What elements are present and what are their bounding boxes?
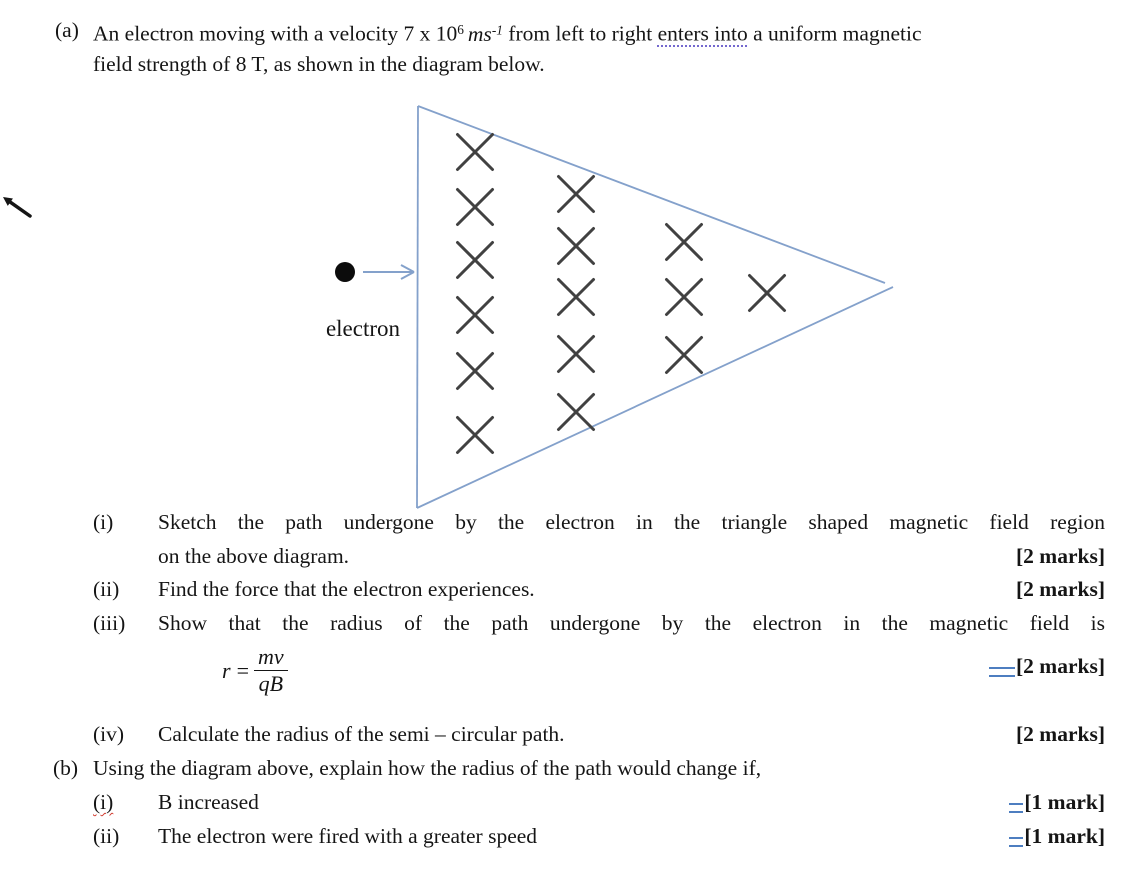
marks-badge-b-ii: [1 mark] [1009, 822, 1105, 850]
question-part-a-line2: field strength of 8 T, as shown in the d… [0, 50, 1143, 80]
item-ii-numeral: (ii) [93, 577, 120, 601]
grammar-double-underline [989, 667, 1016, 677]
field-into-page-x-mark [557, 393, 595, 431]
item-b-i-text: B increased [158, 790, 259, 814]
field-into-page-x-mark [557, 227, 595, 265]
field-into-page-x-mark [557, 335, 595, 373]
question-item-ii: (ii) Find the force that the electron ex… [0, 575, 1143, 605]
question-item-i-line1: (i) Sketch the path undergone by the ele… [0, 508, 1143, 538]
unit-ms: ms-1 [467, 21, 503, 46]
field-into-page-x-mark [456, 241, 494, 279]
question-item-iii: (iii) Show that the radius of the path u… [0, 609, 1143, 639]
field-into-page-x-mark [557, 227, 595, 265]
item-i-text: Sketch the path undergone by the electro… [158, 510, 1105, 534]
grammar-double-underline [1009, 837, 1024, 847]
field-into-page-x-mark [456, 296, 494, 334]
field-into-page-x-mark [456, 352, 494, 390]
item-iv-text: Calculate the radius of the semi – circu… [158, 722, 565, 746]
field-triangle-bottom-edge [416, 286, 894, 509]
field-into-page-x-mark [456, 352, 494, 390]
item-b-ii-text: The electron were fired with a greater s… [158, 824, 538, 848]
question-part-a-line1: (a) An electron moving with a velocity 7… [0, 16, 1143, 46]
question-item-b-ii: (ii) The electron were fired with a grea… [0, 822, 1143, 852]
item-iii-numeral: (iii) [93, 611, 126, 635]
grammar-double-underline [1009, 803, 1024, 813]
velocity-arrow-head [400, 271, 415, 280]
field-into-page-x-mark [456, 133, 494, 171]
question-part-b: (b) Using the diagram above, explain how… [0, 754, 1143, 784]
item-iv-numeral: (iv) [93, 722, 125, 746]
field-into-page-x-mark [665, 336, 703, 374]
formula-numerator: mv [257, 644, 284, 669]
field-into-page-x-mark [665, 223, 703, 261]
field-triangle-top-edge [417, 105, 886, 284]
field-into-page-x-mark [456, 188, 494, 226]
part-a-seg2: from left to right [502, 21, 658, 46]
stray-arrow-shaft [8, 200, 32, 218]
marks-badge-iv: [2 marks] [1016, 722, 1105, 746]
marks-badge-b-i: [1 mark] [1009, 788, 1105, 816]
field-into-page-x-mark [557, 335, 595, 373]
field-into-page-x-mark [557, 175, 595, 213]
formula-fraction: mv qB [253, 644, 289, 697]
field-into-page-x-mark [456, 296, 494, 334]
field-into-page-x-mark [748, 274, 786, 312]
field-into-page-x-mark [665, 278, 703, 316]
part-a-seg1: An electron moving with a velocity 7 x 1… [93, 21, 458, 46]
electron-dot [335, 262, 355, 282]
item-b-ii-numeral: (ii) [93, 824, 120, 848]
field-into-page-x-mark [665, 278, 703, 316]
item-ii-text: Find the force that the electron experie… [158, 577, 535, 601]
field-into-page-x-mark [557, 175, 595, 213]
field-into-page-x-mark [748, 274, 786, 312]
part-b-label: (b) [53, 756, 79, 780]
field-into-page-x-mark [557, 278, 595, 316]
part-a-seg3: a uniform magnetic [747, 21, 922, 46]
formula-denominator: qB [253, 670, 289, 697]
unit-exponent: -1 [491, 22, 503, 37]
question-item-iv: (iv) Calculate the radius of the semi – … [0, 720, 1143, 750]
item-b-i-numeral: (i) [93, 790, 114, 814]
formula-equals: = [236, 657, 249, 683]
power-superscript: 6 [457, 22, 464, 37]
question-item-b-i: (i) B increased [1 mark] [0, 788, 1143, 818]
marks-badge-i: [2 marks] [1016, 544, 1105, 568]
field-into-page-x-mark [557, 393, 595, 431]
field-into-page-x-mark [557, 278, 595, 316]
field-triangle-left-edge [416, 105, 419, 509]
part-a-text-line1: An electron moving with a velocity 7 x 1… [93, 16, 921, 48]
question-item-i-line2: on the above diagram. [2 marks] [0, 542, 1143, 572]
item-i-numeral: (i) [93, 510, 114, 534]
spellcheck-flagged-text: enters into [657, 21, 748, 46]
marks-badge-ii: [2 marks] [1016, 577, 1105, 601]
velocity-arrow-head [400, 264, 415, 273]
question-item-iii-marks-row: [2 marks] [0, 652, 1143, 682]
part-a-text-line2: field strength of 8 T, as shown in the d… [93, 52, 545, 76]
item-iii-text: Show that the radius of the path undergo… [158, 611, 1105, 635]
field-into-page-x-mark [665, 223, 703, 261]
field-into-page-x-mark [456, 416, 494, 454]
marks-badge-iii: [2 marks] [989, 652, 1105, 680]
radius-formula: r = mv qB [222, 644, 289, 697]
part-a-label: (a) [55, 18, 79, 42]
part-b-text: Using the diagram above, explain how the… [93, 756, 762, 780]
field-into-page-x-mark [456, 188, 494, 226]
field-into-page-x-mark [665, 336, 703, 374]
electron-label: electron [326, 316, 401, 341]
item-i-text-cont: on the above diagram. [158, 544, 350, 568]
field-into-page-x-mark [456, 416, 494, 454]
field-into-page-x-mark [456, 133, 494, 171]
stray-arrow-head [3, 197, 13, 206]
field-into-page-x-mark [456, 241, 494, 279]
formula-lhs: r [222, 657, 231, 683]
